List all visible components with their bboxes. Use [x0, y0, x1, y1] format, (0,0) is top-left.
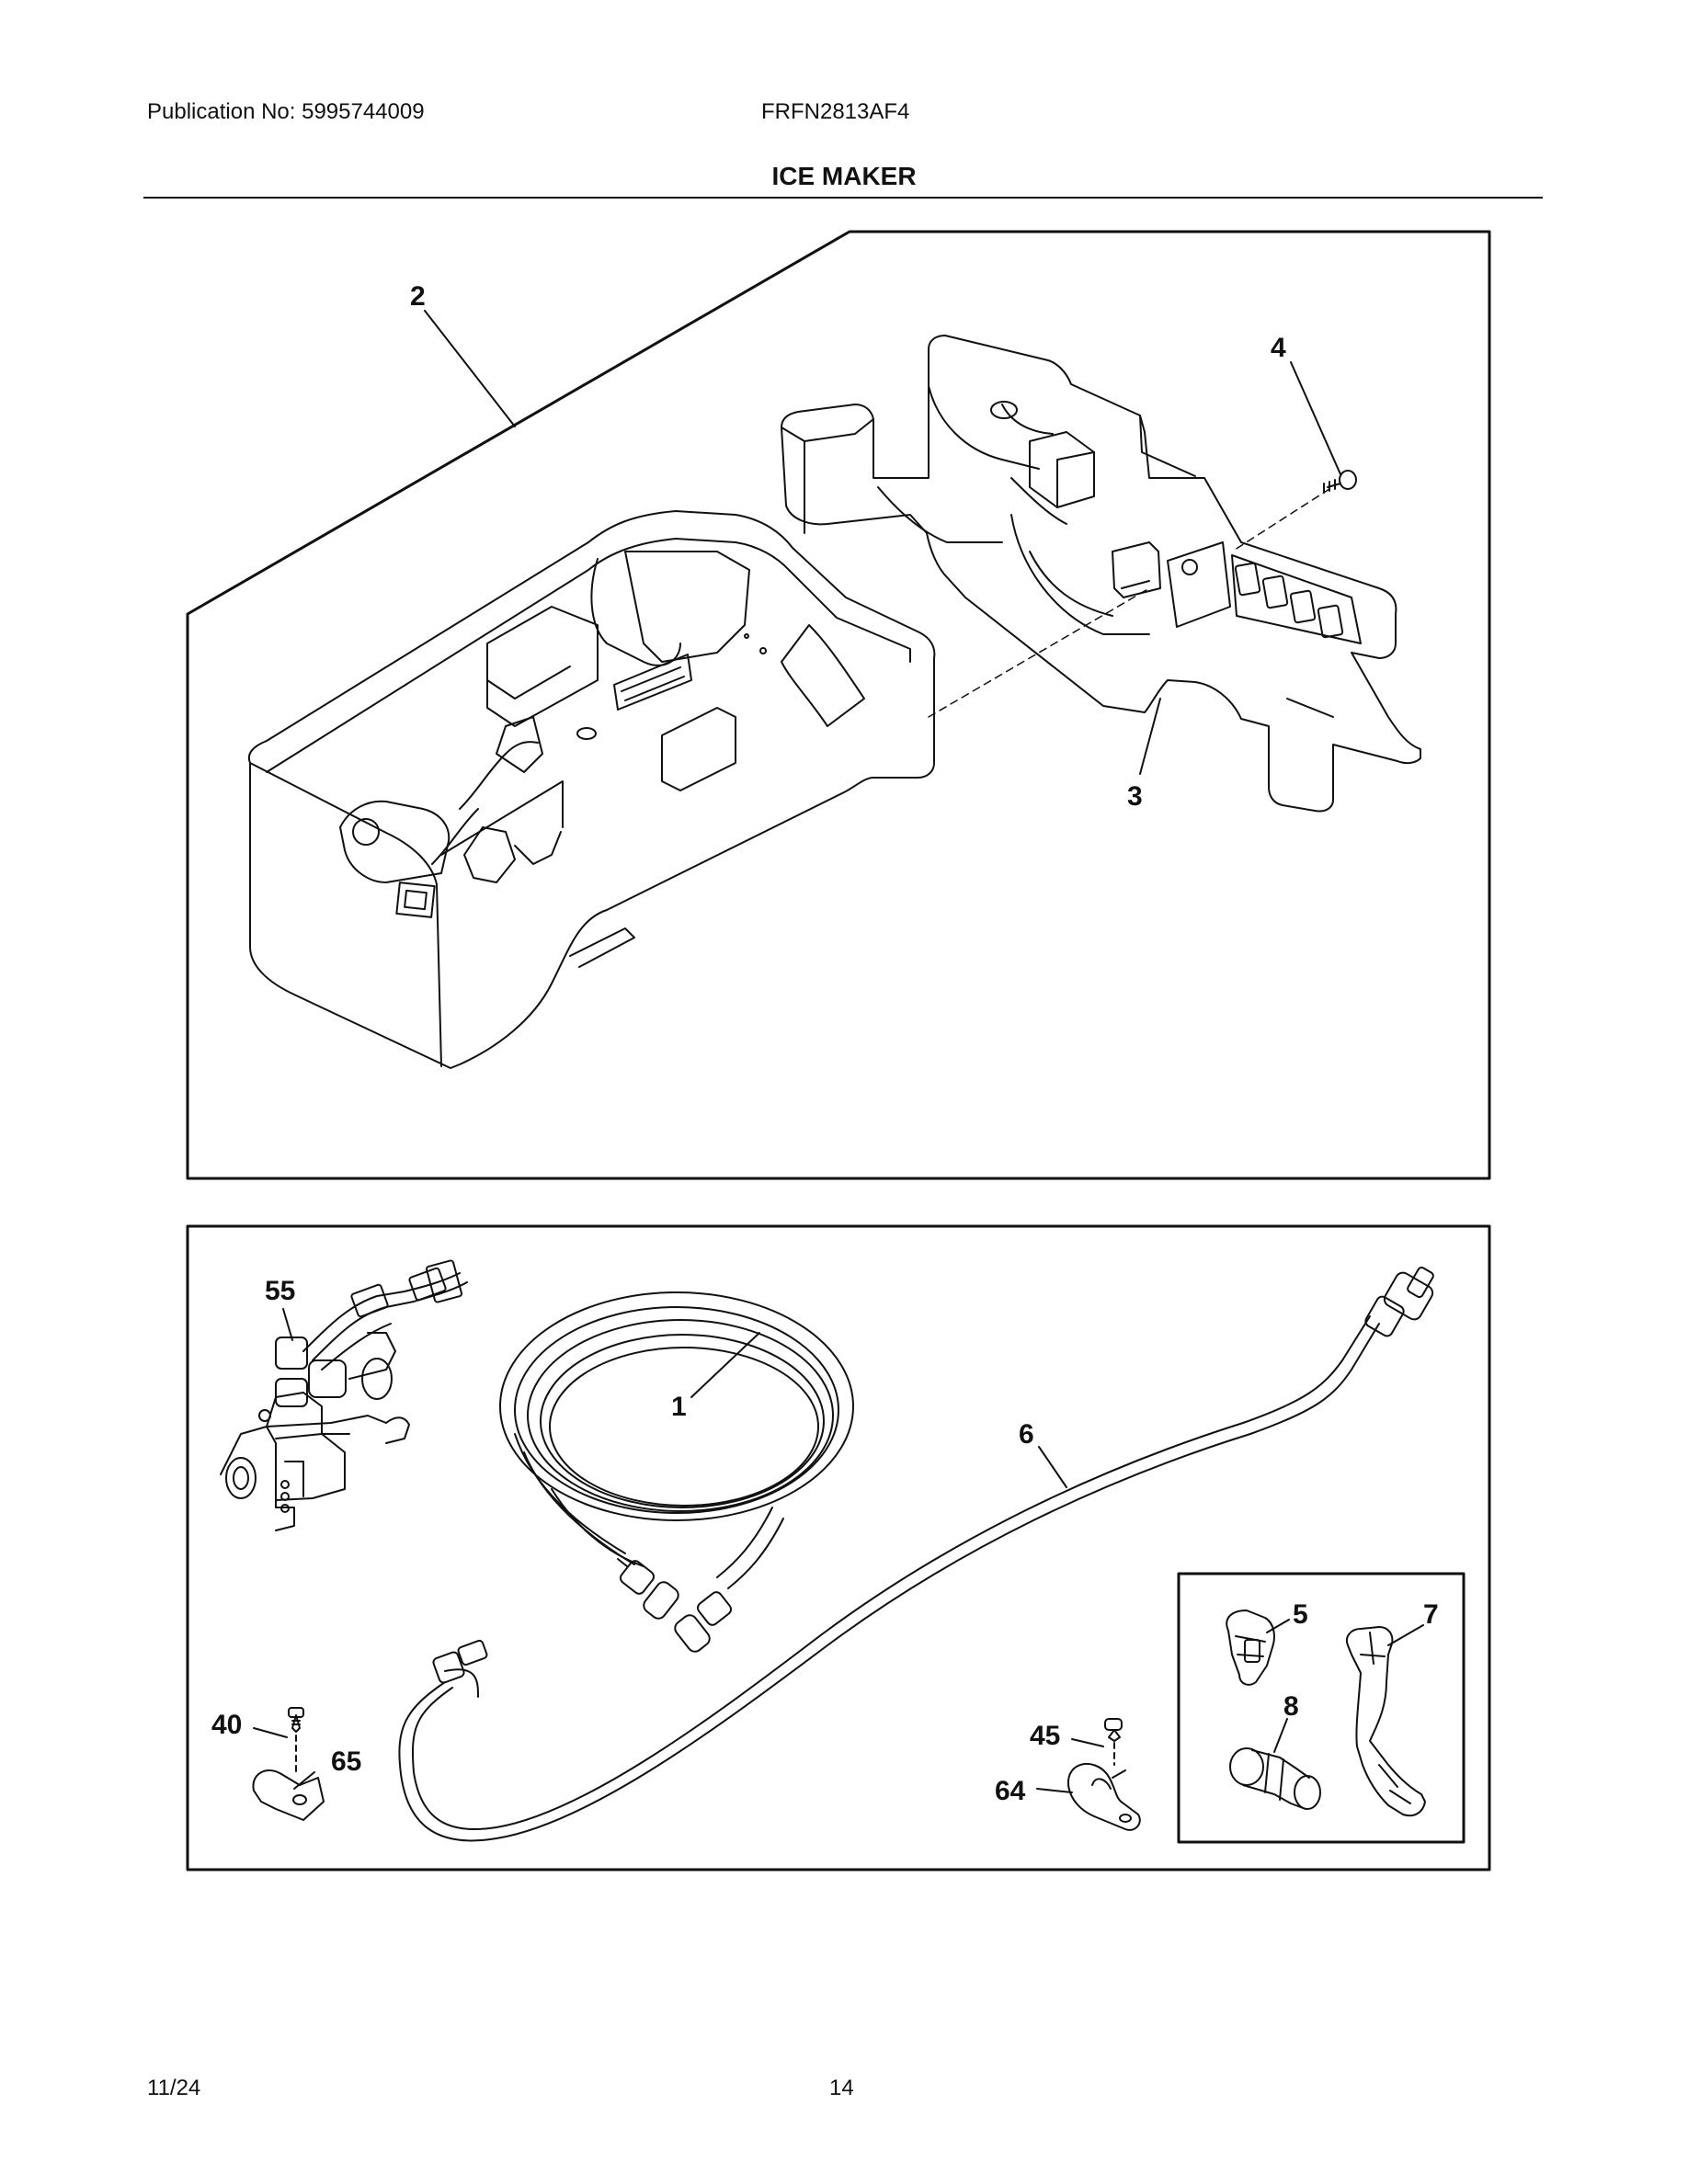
model-number: FRFN2813AF4 [761, 99, 910, 124]
footer-date: 11/24 [147, 2076, 201, 2100]
leader-40 [253, 1727, 288, 1738]
page-title: ICE MAKER [771, 162, 917, 190]
leader-65 [293, 1771, 315, 1790]
alignment-line [1231, 488, 1330, 552]
leader-5 [1266, 1619, 1290, 1633]
callout-3: 3 [1127, 781, 1143, 812]
wire-harness-illustration [398, 1266, 1434, 1842]
tube-clip-illustration [252, 1707, 325, 1821]
coiled-water-tube-illustration [499, 1291, 854, 1653]
callout-45: 45 [1030, 1721, 1060, 1751]
water-valve-illustration [220, 1259, 468, 1531]
callout-2: 2 [410, 281, 426, 312]
alignment-line [928, 587, 1150, 718]
ice-bin-bracket-illustration [781, 335, 1421, 813]
callout-5: 5 [1293, 1599, 1308, 1630]
fitting-5-illustration [1226, 1610, 1275, 1686]
callout-55: 55 [265, 1276, 295, 1306]
tube-clamp-illustration [1066, 1718, 1141, 1831]
fitting-8-illustration [1229, 1747, 1321, 1810]
lower-panel-frame [186, 1224, 1491, 1871]
callout-40: 40 [211, 1710, 242, 1740]
callout-7: 7 [1423, 1599, 1439, 1630]
callout-65: 65 [331, 1746, 361, 1777]
leader-64 [1036, 1788, 1073, 1793]
leader-3 [1139, 698, 1161, 775]
callout-6: 6 [1019, 1419, 1034, 1450]
fittings-inset-frame [1177, 1572, 1466, 1844]
publication-number: Publication No: 5995744009 [147, 99, 425, 124]
callout-64: 64 [995, 1776, 1026, 1806]
fitting-7-illustration [1346, 1626, 1426, 1817]
leader-55 [282, 1308, 293, 1341]
callout-1: 1 [671, 1392, 687, 1422]
screw-illustration [1323, 470, 1357, 494]
leader-6 [1038, 1446, 1067, 1488]
upper-panel-frame [186, 230, 1491, 1180]
callout-4: 4 [1271, 333, 1286, 363]
header-rule [143, 197, 1543, 199]
leader-1 [690, 1332, 760, 1398]
leader-45 [1071, 1738, 1104, 1747]
callout-8: 8 [1283, 1691, 1299, 1722]
leader-2 [424, 310, 516, 427]
page-number: 14 [829, 2076, 854, 2100]
leader-7 [1387, 1624, 1424, 1646]
leader-8 [1273, 1718, 1288, 1753]
leader-4 [1290, 361, 1341, 475]
ice-maker-housing-illustration [248, 510, 936, 1069]
